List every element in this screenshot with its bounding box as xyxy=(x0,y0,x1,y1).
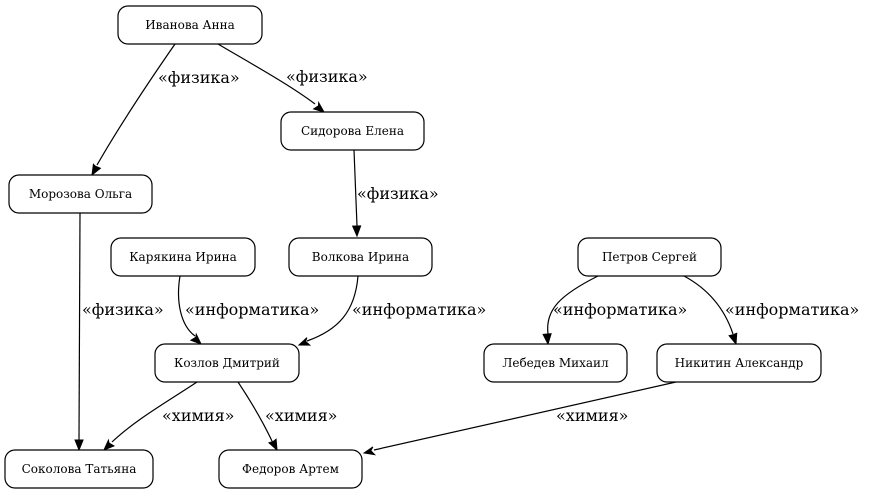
edge-label: «физика» xyxy=(158,68,240,87)
edge-nikitin-fedorov: «химия» xyxy=(362,381,677,456)
node-sokolova: Соколова Татьяна xyxy=(4,449,154,489)
edge-karyakina-kozlov: «информатика» xyxy=(177,275,319,345)
arrowhead-icon xyxy=(91,163,102,177)
edge-line xyxy=(683,275,734,335)
node-box xyxy=(218,449,363,489)
edge-label: «информатика» xyxy=(185,300,319,319)
node-box xyxy=(8,174,153,214)
arrowhead-icon xyxy=(362,446,377,456)
edge-label: «информатика» xyxy=(725,300,859,319)
edge-label: «физика» xyxy=(286,67,368,86)
node-label: Сидорова Елена xyxy=(301,124,404,138)
edge-petrov-lebedev: «информатика» xyxy=(542,275,687,346)
node-sidorova: Сидорова Елена xyxy=(280,111,425,151)
arrowhead-icon xyxy=(542,333,552,346)
node-nikitin: Никитин Александр xyxy=(656,343,822,383)
edge-kozlov-sokolova: «химия» xyxy=(103,381,234,451)
node-fedorov: Федоров Артем xyxy=(218,449,363,489)
edge-label: «химия» xyxy=(162,406,234,425)
node-box xyxy=(154,343,300,383)
node-label: Карякина Ирина xyxy=(129,250,236,264)
node-label: Соколова Татьяна xyxy=(22,462,137,476)
edge-line xyxy=(547,275,599,335)
edge-petrov-nikitin: «информатика» xyxy=(683,275,859,346)
edge-line xyxy=(177,275,196,337)
node-label: Никитин Александр xyxy=(675,356,804,370)
node-label: Петров Сергей xyxy=(602,250,697,264)
edge-label: «химия» xyxy=(265,406,337,425)
edge-label: «физика» xyxy=(357,184,439,203)
edge-ivanova-morozova: «физика» xyxy=(91,43,240,177)
node-box xyxy=(656,343,822,383)
edge-line xyxy=(111,381,198,443)
edge-label: «информатика» xyxy=(352,300,486,319)
edge-line xyxy=(237,381,273,442)
node-lebedev: Лебедев Михаил xyxy=(483,343,628,383)
edge-line xyxy=(78,212,81,441)
arrowhead-icon xyxy=(351,225,362,238)
edge-kozlov-fedorov: «химия» xyxy=(237,381,337,452)
edge-label: «информатика» xyxy=(553,300,687,319)
edge-label: «химия» xyxy=(556,406,628,425)
node-karyakina: Карякина Ирина xyxy=(110,237,256,277)
arrowhead-icon xyxy=(267,438,278,452)
edge-line xyxy=(96,43,176,166)
node-box xyxy=(4,449,154,489)
node-label: Морозова Ольга xyxy=(29,187,132,201)
node-morozova: Морозова Ольга xyxy=(8,174,153,214)
node-ivanova: Иванова Анна xyxy=(117,5,263,45)
edge-label: «физика» xyxy=(82,300,164,319)
node-kozlov: Козлов Дмитрий xyxy=(154,343,300,383)
node-volkova: Волкова Ирина xyxy=(288,237,433,277)
arrowhead-icon xyxy=(189,332,202,345)
edge-morozova-sokolova: «физика» xyxy=(74,212,164,452)
node-petrov: Петров Сергей xyxy=(577,237,722,277)
arrowhead-icon xyxy=(103,438,116,451)
edge-sidorova-volkova: «физика» xyxy=(351,149,439,238)
edge-ivanova-sidorova: «физика» xyxy=(217,43,368,113)
edge-volkova-kozlov: «информатика» xyxy=(297,275,486,346)
node-box xyxy=(288,237,433,277)
edge-line xyxy=(353,149,358,227)
node-box xyxy=(577,237,722,277)
edge-line xyxy=(373,381,677,451)
arrowhead-icon xyxy=(297,337,312,346)
arrowhead-icon xyxy=(728,332,738,346)
node-label: Федоров Артем xyxy=(242,462,339,476)
node-box xyxy=(280,111,425,151)
node-box xyxy=(117,5,263,45)
node-label: Иванова Анна xyxy=(145,18,235,32)
node-box xyxy=(110,237,256,277)
arrowhead-icon xyxy=(312,100,326,113)
node-label: Козлов Дмитрий xyxy=(174,356,280,370)
arrowhead-icon xyxy=(74,439,84,452)
node-label: Волкова Ирина xyxy=(312,250,409,264)
edge-line xyxy=(217,43,316,105)
node-label: Лебедев Михаил xyxy=(502,356,609,370)
node-box xyxy=(483,343,628,383)
edge-line xyxy=(306,275,359,342)
